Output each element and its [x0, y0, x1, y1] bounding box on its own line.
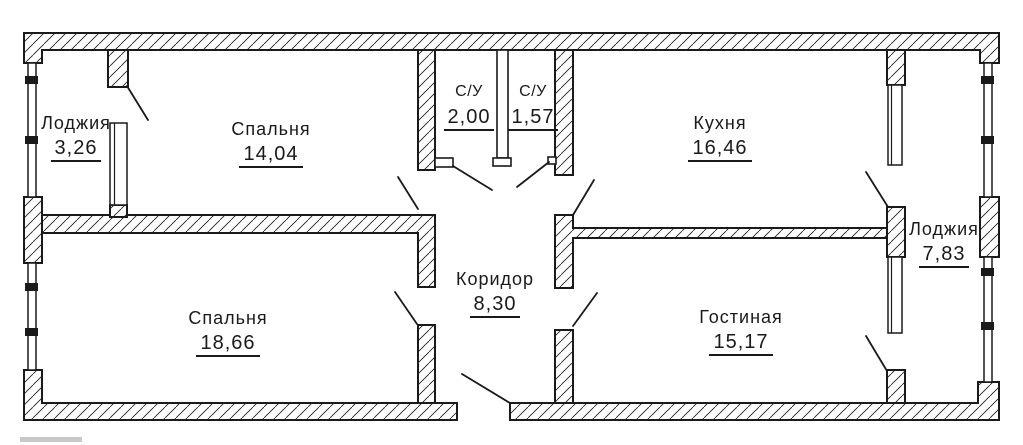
door-bathroom-right: [516, 161, 550, 188]
door-living-loggia: [865, 335, 888, 372]
wall-bathroom-divider: [496, 49, 509, 159]
window-left-top-mullion: [25, 76, 38, 84]
pier-left-middle: [23, 196, 43, 264]
wall-corridor-right-and-kitchen-partition: [554, 214, 888, 289]
wall-bottom-left: [23, 369, 458, 421]
bathroom-divider-foot: [492, 157, 512, 167]
wall-corridor-left-lower: [417, 324, 436, 404]
window-right-top: [983, 62, 993, 198]
wall-top: [23, 32, 1000, 64]
wall-bottom-right: [509, 381, 1000, 421]
window-left-top-mullion: [25, 136, 38, 144]
door-bathroom-left: [452, 165, 493, 191]
door-bedroom-bottom: [394, 291, 418, 325]
window-left-bottom-mullion: [25, 328, 38, 336]
watermark-remnant: [20, 437, 82, 442]
door-kitchen-loggia: [865, 171, 889, 208]
stub-loggia-right-top: [886, 49, 906, 86]
door-bedroom-top: [397, 176, 419, 210]
stub-loggia-left: [107, 49, 129, 88]
wall-bedrooms-divider: [41, 214, 436, 288]
window-left-top: [27, 62, 37, 198]
bathroom-left-door-jamb: [434, 157, 454, 168]
door-kitchen: [572, 179, 595, 216]
stub-loggia-right-bottom: [886, 369, 906, 404]
window-kitchen-loggia: [887, 84, 903, 166]
wall-corridor-right-lower: [554, 329, 574, 404]
door-entrance: [461, 373, 511, 404]
door-bedroom-top-loggia: [126, 85, 149, 121]
window-right-top-mullion: [981, 76, 994, 84]
wall-bathroom-left: [417, 49, 436, 171]
door-living-room: [572, 292, 598, 327]
window-left-bottom-mullion: [25, 283, 38, 291]
window-right-bottom: [983, 256, 993, 383]
stub-loggia-left-window-base: [109, 204, 128, 218]
stub-loggia-right-middle: [886, 206, 906, 258]
pier-right-middle: [979, 196, 1000, 258]
window-right-top-mullion: [981, 136, 994, 144]
thin-partitions: [434, 49, 557, 168]
walls: [23, 32, 1000, 421]
window-left-bottom: [27, 262, 37, 371]
window-living-loggia: [887, 256, 903, 334]
bathroom-right-door-jamb: [547, 156, 557, 165]
window-right-bottom-mullion: [981, 322, 994, 330]
windows: [25, 62, 994, 383]
window-right-bottom-mullion: [981, 268, 994, 276]
doors: [126, 85, 889, 404]
wall-bathroom-right: [554, 49, 574, 176]
window-loggia-bedroom: [109, 122, 128, 206]
